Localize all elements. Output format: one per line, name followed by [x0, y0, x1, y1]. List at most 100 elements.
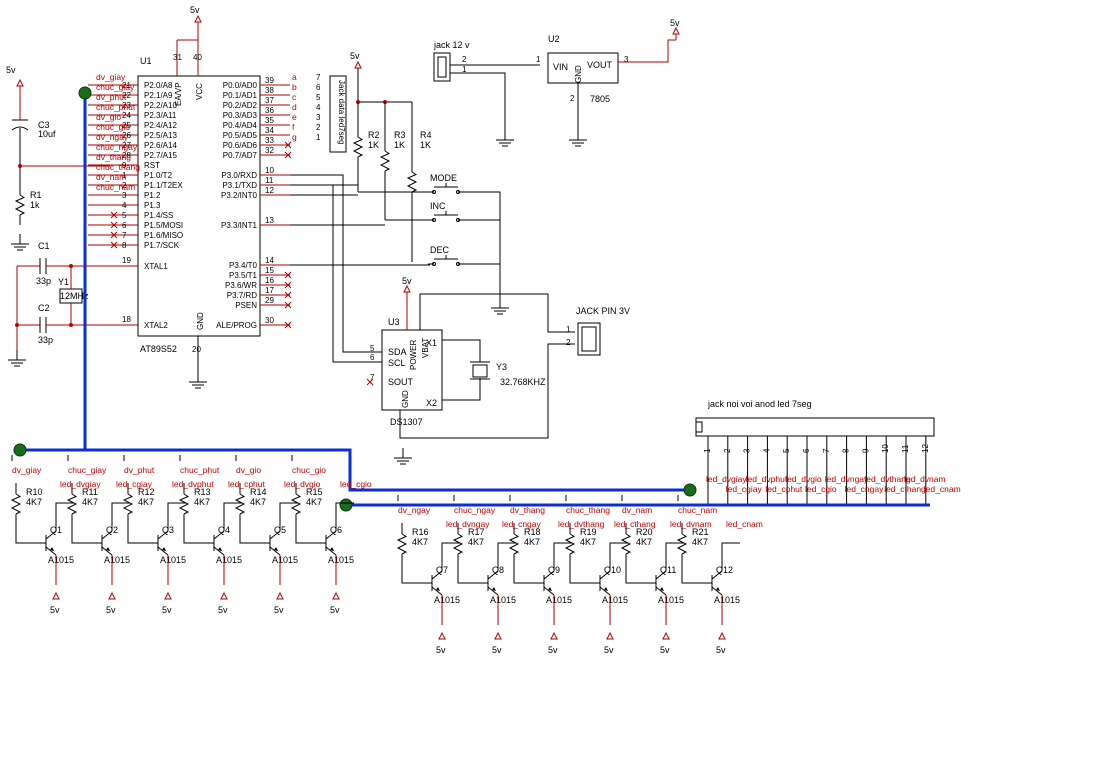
- seg-letter: b: [292, 82, 297, 92]
- net-label: dv_gio: [96, 112, 121, 122]
- transistor-emitter: [269, 546, 281, 556]
- pin-name: P1.5/MOSI: [144, 221, 183, 230]
- vcc-arrow-driver: [438, 631, 446, 640]
- resistor-r14: [234, 493, 246, 515]
- driver-res-label: R16: [412, 527, 429, 537]
- pin-name: P3.3/INT1: [221, 221, 258, 230]
- net-label: dv_ngay: [96, 132, 129, 142]
- pin-number: 10: [265, 166, 274, 175]
- r4-value: 1K: [420, 140, 431, 150]
- no-connect: [284, 141, 292, 149]
- scl-label: SCL: [388, 358, 406, 368]
- seg-pin-number: 5: [316, 93, 321, 102]
- driver-net-label: dv_thang: [510, 505, 545, 515]
- button-gnd-rail: [468, 191, 501, 300]
- header-pin-number: 10: [881, 444, 890, 453]
- driver-led-label: led_dvgiay: [60, 479, 101, 489]
- resistor-r4: [406, 171, 418, 193]
- pin-name: P1.6/MISO: [144, 231, 183, 240]
- vcc-arrow-driver: [550, 631, 558, 640]
- led-wire: [223, 502, 242, 531]
- pin-number: 14: [265, 256, 274, 265]
- driver-led-label: led_cthang: [614, 519, 656, 529]
- power-label: POWER: [409, 340, 418, 370]
- driver-res-value: 4K7: [524, 537, 540, 547]
- transistor-emitter: [213, 546, 225, 556]
- vcc-arrow-reg: [672, 26, 680, 35]
- transistor-collector: [711, 570, 723, 580]
- driver-net-label: chuc_thang: [566, 505, 610, 515]
- transistor-collector: [487, 570, 499, 580]
- transistor-emitter: [711, 586, 723, 596]
- seg-pin-number: 7: [316, 73, 321, 82]
- pin-number: 24: [122, 111, 131, 120]
- u2-label: U2: [548, 34, 560, 44]
- emitter-arrow: [162, 547, 166, 551]
- no-connect: [284, 321, 292, 329]
- pin-number: 13: [265, 216, 274, 225]
- header-net-label: led_cngay: [845, 484, 885, 494]
- r1-label: R1: [30, 190, 42, 200]
- transistor-part: A1015: [602, 595, 628, 605]
- pin-number: 30: [265, 316, 274, 325]
- mcu-ref: U1: [140, 56, 152, 66]
- emitter-arrow: [604, 587, 608, 591]
- pin-name: P2.7/A15: [144, 151, 177, 160]
- driver-res-value: 4K7: [636, 537, 652, 547]
- jack-battery-inner: [581, 326, 597, 352]
- u2-part: 7805: [590, 94, 610, 104]
- header-pin-number: 2: [723, 448, 732, 453]
- led-wire: [167, 502, 186, 531]
- transistor-label: Q10: [604, 565, 621, 575]
- resistor-r1: [14, 194, 26, 216]
- jack-led7seg-label: Jack data led7seg: [337, 80, 346, 145]
- net-label: chuc_gio: [96, 122, 130, 132]
- pin-number: 5: [122, 211, 127, 220]
- transistor-part: A1015: [272, 555, 298, 565]
- vcc-arrow-driver: [220, 591, 228, 600]
- pin-number: 3: [122, 191, 127, 200]
- led-wire: [497, 542, 516, 571]
- header-net-label: led_cgiay: [726, 484, 763, 494]
- pin-number: 11: [265, 176, 274, 185]
- pin-number: 33: [265, 136, 274, 145]
- regulator-u2: [547, 52, 619, 84]
- driver-led-label: led_dvnam: [670, 519, 712, 529]
- seg-letter: f: [292, 122, 295, 132]
- resistor-r13: [178, 493, 190, 515]
- vcc-label: 5v: [670, 18, 680, 28]
- transistor-part: A1015: [490, 595, 516, 605]
- driver-res-label: R14: [250, 487, 267, 497]
- net-label: chuc_thang: [96, 162, 140, 172]
- header-pin-number: 12: [921, 444, 930, 453]
- pin-name: P0.5/AD5: [223, 131, 258, 140]
- driver-led-label: led_cngay: [502, 519, 542, 529]
- led-wire: [111, 502, 130, 531]
- driver-net-label: dv_nam: [622, 505, 652, 515]
- vcc-arrow-driver: [606, 631, 614, 640]
- bus-junction-mid: [339, 498, 353, 512]
- jack-gnd-wire: [450, 72, 506, 130]
- resistor-r17: [452, 533, 464, 555]
- transistor-collector: [431, 570, 443, 580]
- pin-number: 26: [122, 131, 131, 140]
- header-pin-number: 4: [762, 448, 771, 453]
- driver-res-value: 4K7: [692, 537, 708, 547]
- bus-junction-right: [683, 483, 697, 497]
- header-net-label: led_dvthang: [864, 474, 911, 484]
- base-wire: [183, 525, 214, 544]
- no-connect: [284, 281, 292, 289]
- jack-led7seg: [329, 75, 347, 153]
- net-label: chuc_ngay: [96, 142, 138, 152]
- base-wire: [71, 525, 102, 544]
- transistor-emitter: [431, 586, 443, 596]
- pin-number: 12: [265, 186, 274, 195]
- seg-letter: g: [292, 132, 297, 142]
- transistor-emitter: [101, 546, 113, 556]
- pin-name: P1.1/T2EX: [144, 181, 183, 190]
- pin-number: 1: [462, 65, 467, 74]
- vcc-label: 5v: [190, 5, 200, 15]
- pin-number: 31: [173, 53, 182, 62]
- driver-res-label: R13: [194, 487, 211, 497]
- pin-number: 23: [122, 101, 131, 110]
